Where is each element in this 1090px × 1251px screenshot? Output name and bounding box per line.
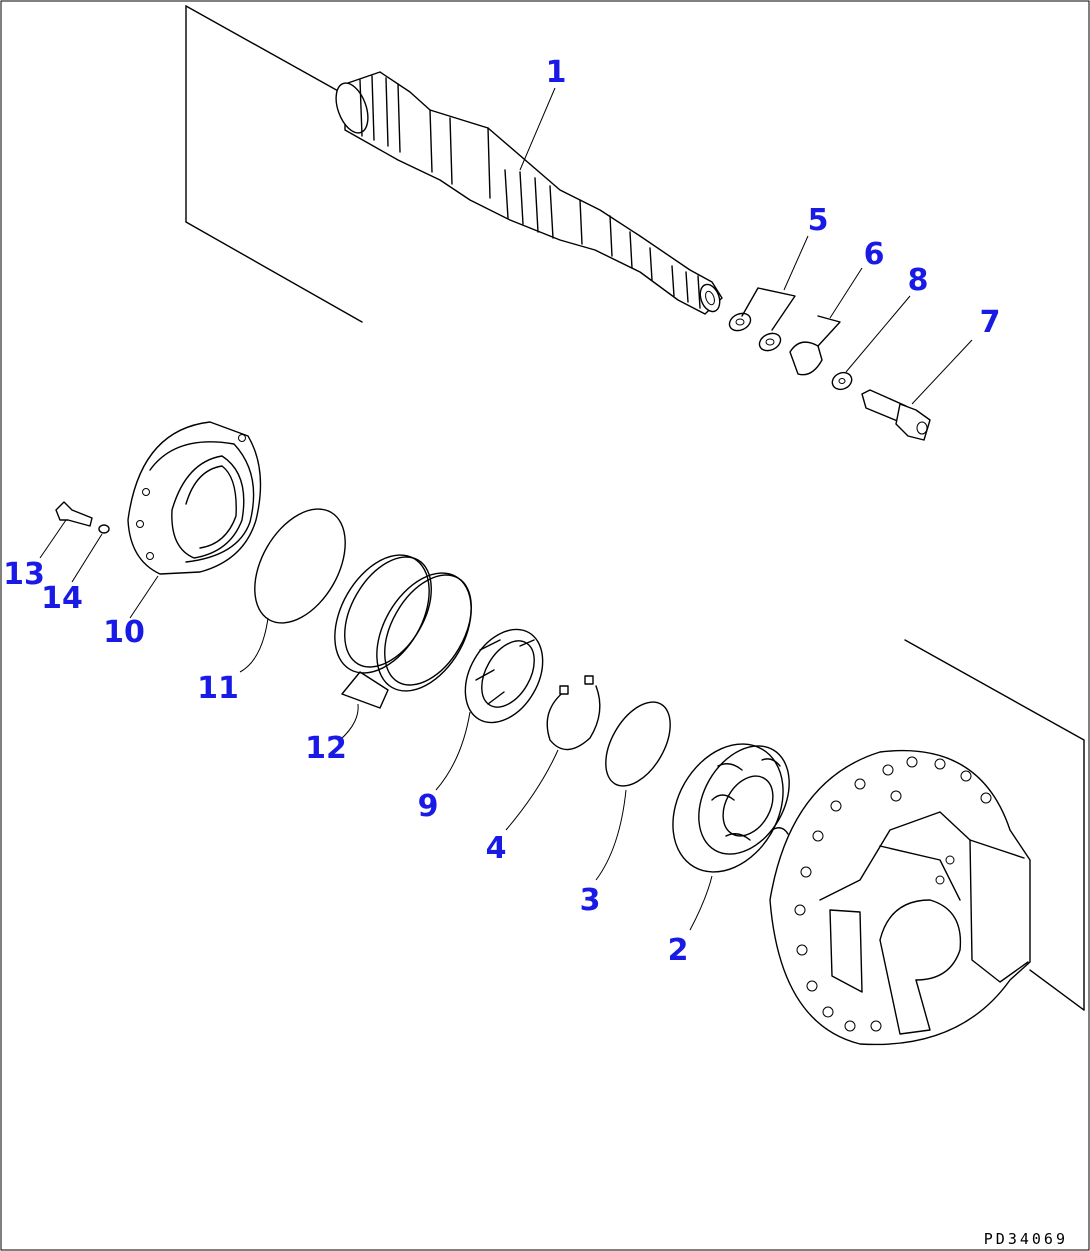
callout-labels: 1 2 3 4 5 6 7 8 9 10 11 12 13 14 bbox=[3, 55, 1000, 968]
leader-lines bbox=[39, 87, 973, 931]
cover-part-10 bbox=[127, 421, 262, 575]
bearing-race-part-9 bbox=[464, 628, 544, 724]
callout-3: 3 bbox=[580, 883, 601, 918]
ring-part-3 bbox=[605, 701, 671, 787]
washer-part-8 bbox=[831, 371, 853, 391]
callout-1: 1 bbox=[546, 55, 567, 90]
bolt-part-13 bbox=[55, 501, 93, 527]
callout-11: 11 bbox=[197, 671, 239, 706]
housing-plane-lower bbox=[904, 639, 1085, 1011]
snap-ring-part-4 bbox=[546, 675, 601, 751]
housing-plane-upper bbox=[185, 5, 363, 323]
callout-12: 12 bbox=[305, 731, 347, 766]
callout-7: 7 bbox=[980, 305, 1001, 340]
callout-8: 8 bbox=[908, 263, 929, 298]
bearing-part-2 bbox=[672, 743, 790, 873]
lock-plate-part-6 bbox=[789, 315, 841, 376]
callout-9: 9 bbox=[418, 789, 439, 824]
hub-housing bbox=[769, 749, 1031, 1046]
washer-part-5 bbox=[728, 287, 796, 352]
o-ring-part-11 bbox=[254, 508, 346, 624]
callout-10: 10 bbox=[103, 615, 145, 650]
washer-part-14 bbox=[98, 524, 110, 534]
callout-4: 4 bbox=[486, 831, 507, 866]
drawing-code: PD34069 bbox=[984, 1230, 1068, 1248]
callout-5: 5 bbox=[808, 203, 829, 238]
callout-2: 2 bbox=[668, 933, 689, 968]
seal-part-12 bbox=[334, 554, 472, 709]
callout-6: 6 bbox=[864, 237, 885, 272]
callout-13: 13 bbox=[3, 557, 45, 592]
bolt-part-7 bbox=[861, 389, 931, 441]
shaft-part-1 bbox=[335, 71, 723, 315]
callout-14: 14 bbox=[41, 581, 83, 616]
